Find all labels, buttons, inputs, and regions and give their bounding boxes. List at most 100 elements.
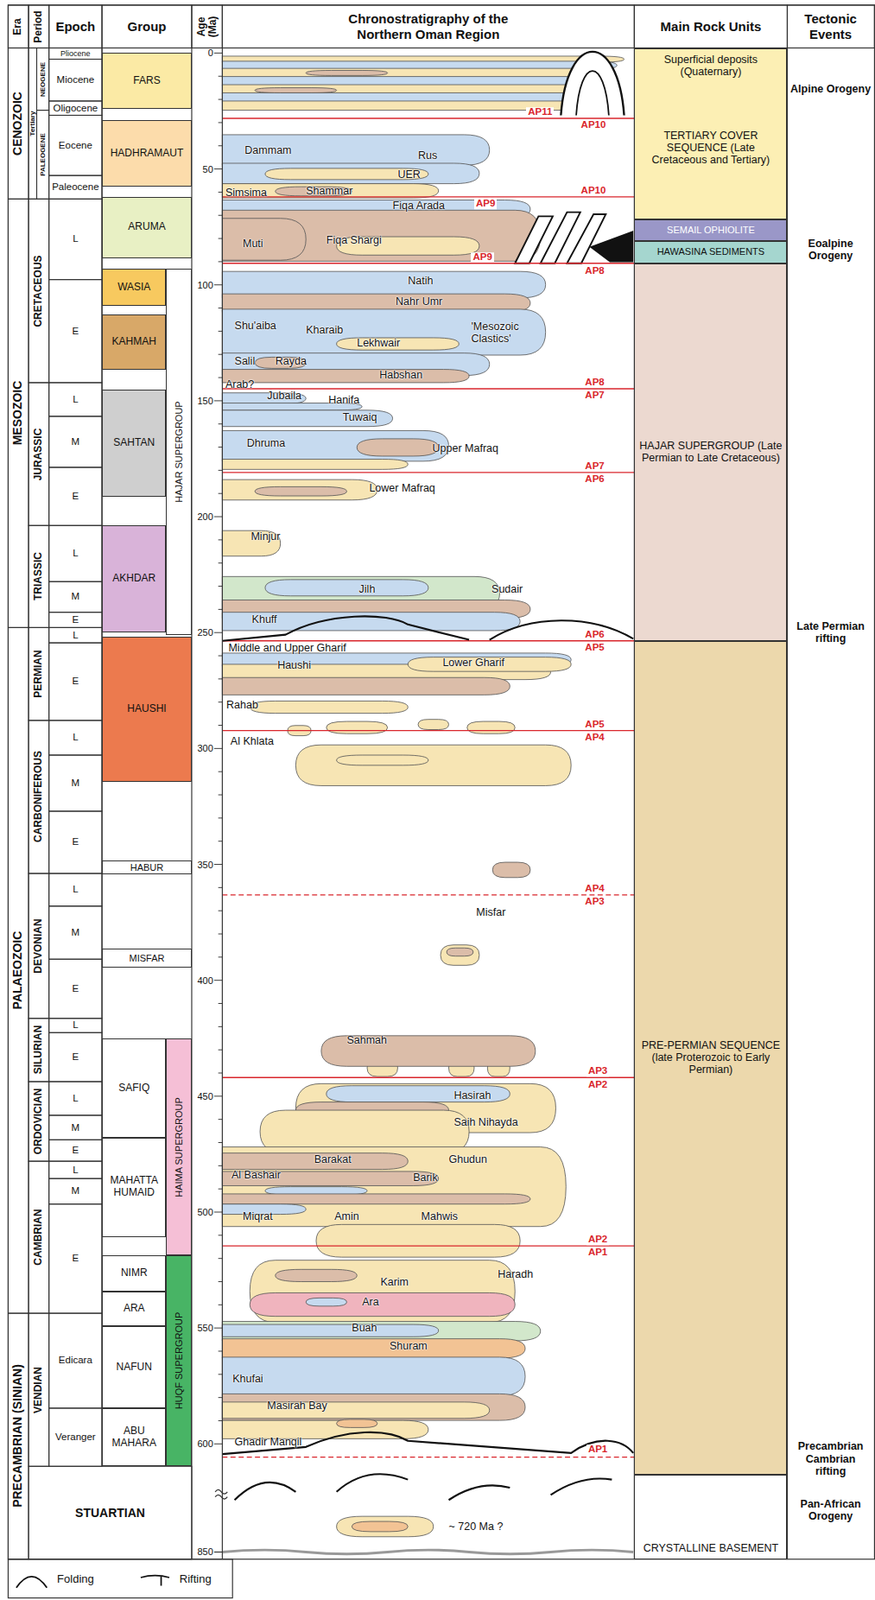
age-tick <box>218 121 223 123</box>
age-tick <box>218 1049 223 1051</box>
formation-label: Nahr Umr <box>395 296 443 309</box>
epoch-label: M <box>49 1115 102 1140</box>
epoch-label: L <box>49 382 102 417</box>
legend-item: Folding <box>57 1572 95 1586</box>
formation-label: Buah <box>351 1322 377 1335</box>
formation-label: Shu'aiba <box>234 320 277 333</box>
formation-label: Dhruma <box>247 437 286 451</box>
rock-lens <box>407 657 571 673</box>
rock-lens <box>467 721 515 734</box>
formation-label: UER <box>397 169 420 182</box>
formation-label: Jubaila <box>266 391 302 404</box>
age-tick <box>218 956 223 958</box>
formation-label: Hanifa <box>328 394 360 407</box>
epoch-label: Miocene <box>49 59 102 102</box>
age-tick <box>218 1118 223 1120</box>
sequence-boundary-label: AP3 <box>583 896 606 907</box>
epoch-label: E <box>49 467 102 526</box>
formation-label: Barakat <box>314 1153 352 1167</box>
formation-label: Shammar <box>305 185 353 198</box>
time-cell <box>49 198 102 279</box>
node-text: HAJAR SUPERGROUP (Late Permian to Late C… <box>637 439 784 465</box>
age-tick <box>218 562 223 564</box>
legend-label: Rifting <box>179 1572 212 1586</box>
epoch-label: E <box>49 1139 102 1161</box>
formation-label: Natih <box>407 275 433 288</box>
sequence-boundary-line <box>221 640 635 641</box>
epoch-label: E <box>49 642 102 721</box>
header-cell <box>786 5 875 49</box>
rock-unit-band: SEMAIL OPHIOLITE <box>634 219 787 241</box>
epoch-label: L <box>49 1018 102 1034</box>
epoch-label: E <box>49 279 102 383</box>
sequence-boundary-label: AP5 <box>583 719 606 730</box>
rock-lens <box>221 479 377 501</box>
formation-label: Fiqa Arada <box>393 200 445 213</box>
rock-lens <box>221 459 408 470</box>
group-box: MAHATTA HUMAID <box>101 1137 166 1237</box>
formation-label: Miqrat <box>242 1211 273 1224</box>
age-tick <box>218 1141 223 1143</box>
time-cell <box>49 642 102 721</box>
age-tick <box>218 655 223 657</box>
time-cell <box>49 1139 102 1161</box>
time-cell <box>49 525 102 582</box>
epoch-label: E <box>49 811 102 874</box>
legend-folding-symbol <box>16 1576 47 1588</box>
column-header: Main Rock Units <box>634 5 787 49</box>
time-cell <box>7 198 29 628</box>
formation-label: Amin <box>334 1211 359 1224</box>
age-tick <box>218 493 223 495</box>
time-cell <box>49 720 102 755</box>
age-tick-label: 450 <box>196 1090 213 1102</box>
age-tick <box>214 1443 222 1445</box>
tectonic-event-label: Eoalpine Orogeny <box>786 225 874 275</box>
age-tick <box>214 168 222 170</box>
formation-label: Arab? <box>225 380 254 393</box>
formation-label: Middle and Upper Gharif <box>228 642 346 655</box>
epoch-label: L <box>49 198 102 279</box>
age-tick <box>214 52 222 54</box>
group-box: SAHTAN <box>101 389 166 497</box>
rock-lens <box>356 438 438 457</box>
rock-lens <box>221 410 393 427</box>
time-cell <box>28 1465 192 1559</box>
sequence-boundary-label: AP10 <box>579 120 609 132</box>
sequence-boundary-line <box>221 196 635 197</box>
sequence-boundary-line <box>221 387 635 389</box>
header-cell <box>634 5 787 49</box>
structure-line <box>221 615 634 641</box>
age-tick <box>218 538 223 540</box>
epoch-label: L <box>49 720 102 755</box>
age-tick-label: 200 <box>196 511 213 522</box>
age-tick <box>214 632 222 634</box>
age-tick <box>218 1188 223 1190</box>
sequence-boundary-label: AP2 <box>586 1234 609 1245</box>
time-cell <box>49 48 102 60</box>
age-tick-label: 350 <box>196 858 213 869</box>
rock-lens <box>221 530 280 557</box>
node-text: ABU MAHARA <box>105 1425 163 1450</box>
epoch-label: E <box>49 612 102 628</box>
node-text: TERTIARY COVER SEQUENCE (Late Cretaceous… <box>637 129 784 167</box>
sequence-boundary-label: AP8 <box>583 266 606 277</box>
group-box: ARUMA <box>101 196 192 259</box>
group-box: HABUR <box>101 860 192 875</box>
age-tick <box>218 724 223 726</box>
sequence-boundary-label: AP1 <box>586 1248 609 1259</box>
rock-lens <box>336 754 429 766</box>
formation-label: Al Bashair <box>231 1169 281 1182</box>
age-tick-label: 50 <box>202 164 214 175</box>
structure-line <box>448 1484 510 1500</box>
rock-lens <box>249 1292 515 1316</box>
supergroup-bar: HUQF SUPERGROUP <box>165 1255 192 1466</box>
header-cell <box>221 5 635 49</box>
rock-lens <box>221 1147 566 1227</box>
epoch-label: E <box>49 1204 102 1313</box>
column-header: Epoch <box>49 5 102 49</box>
formation-label: Haradh <box>497 1269 533 1282</box>
rock-unit-band: CRYSTALLINE BASEMENT <box>634 1474 787 1560</box>
time-cell <box>28 1081 50 1161</box>
node-text: ARUMA <box>127 221 165 234</box>
age-tick <box>218 145 223 146</box>
